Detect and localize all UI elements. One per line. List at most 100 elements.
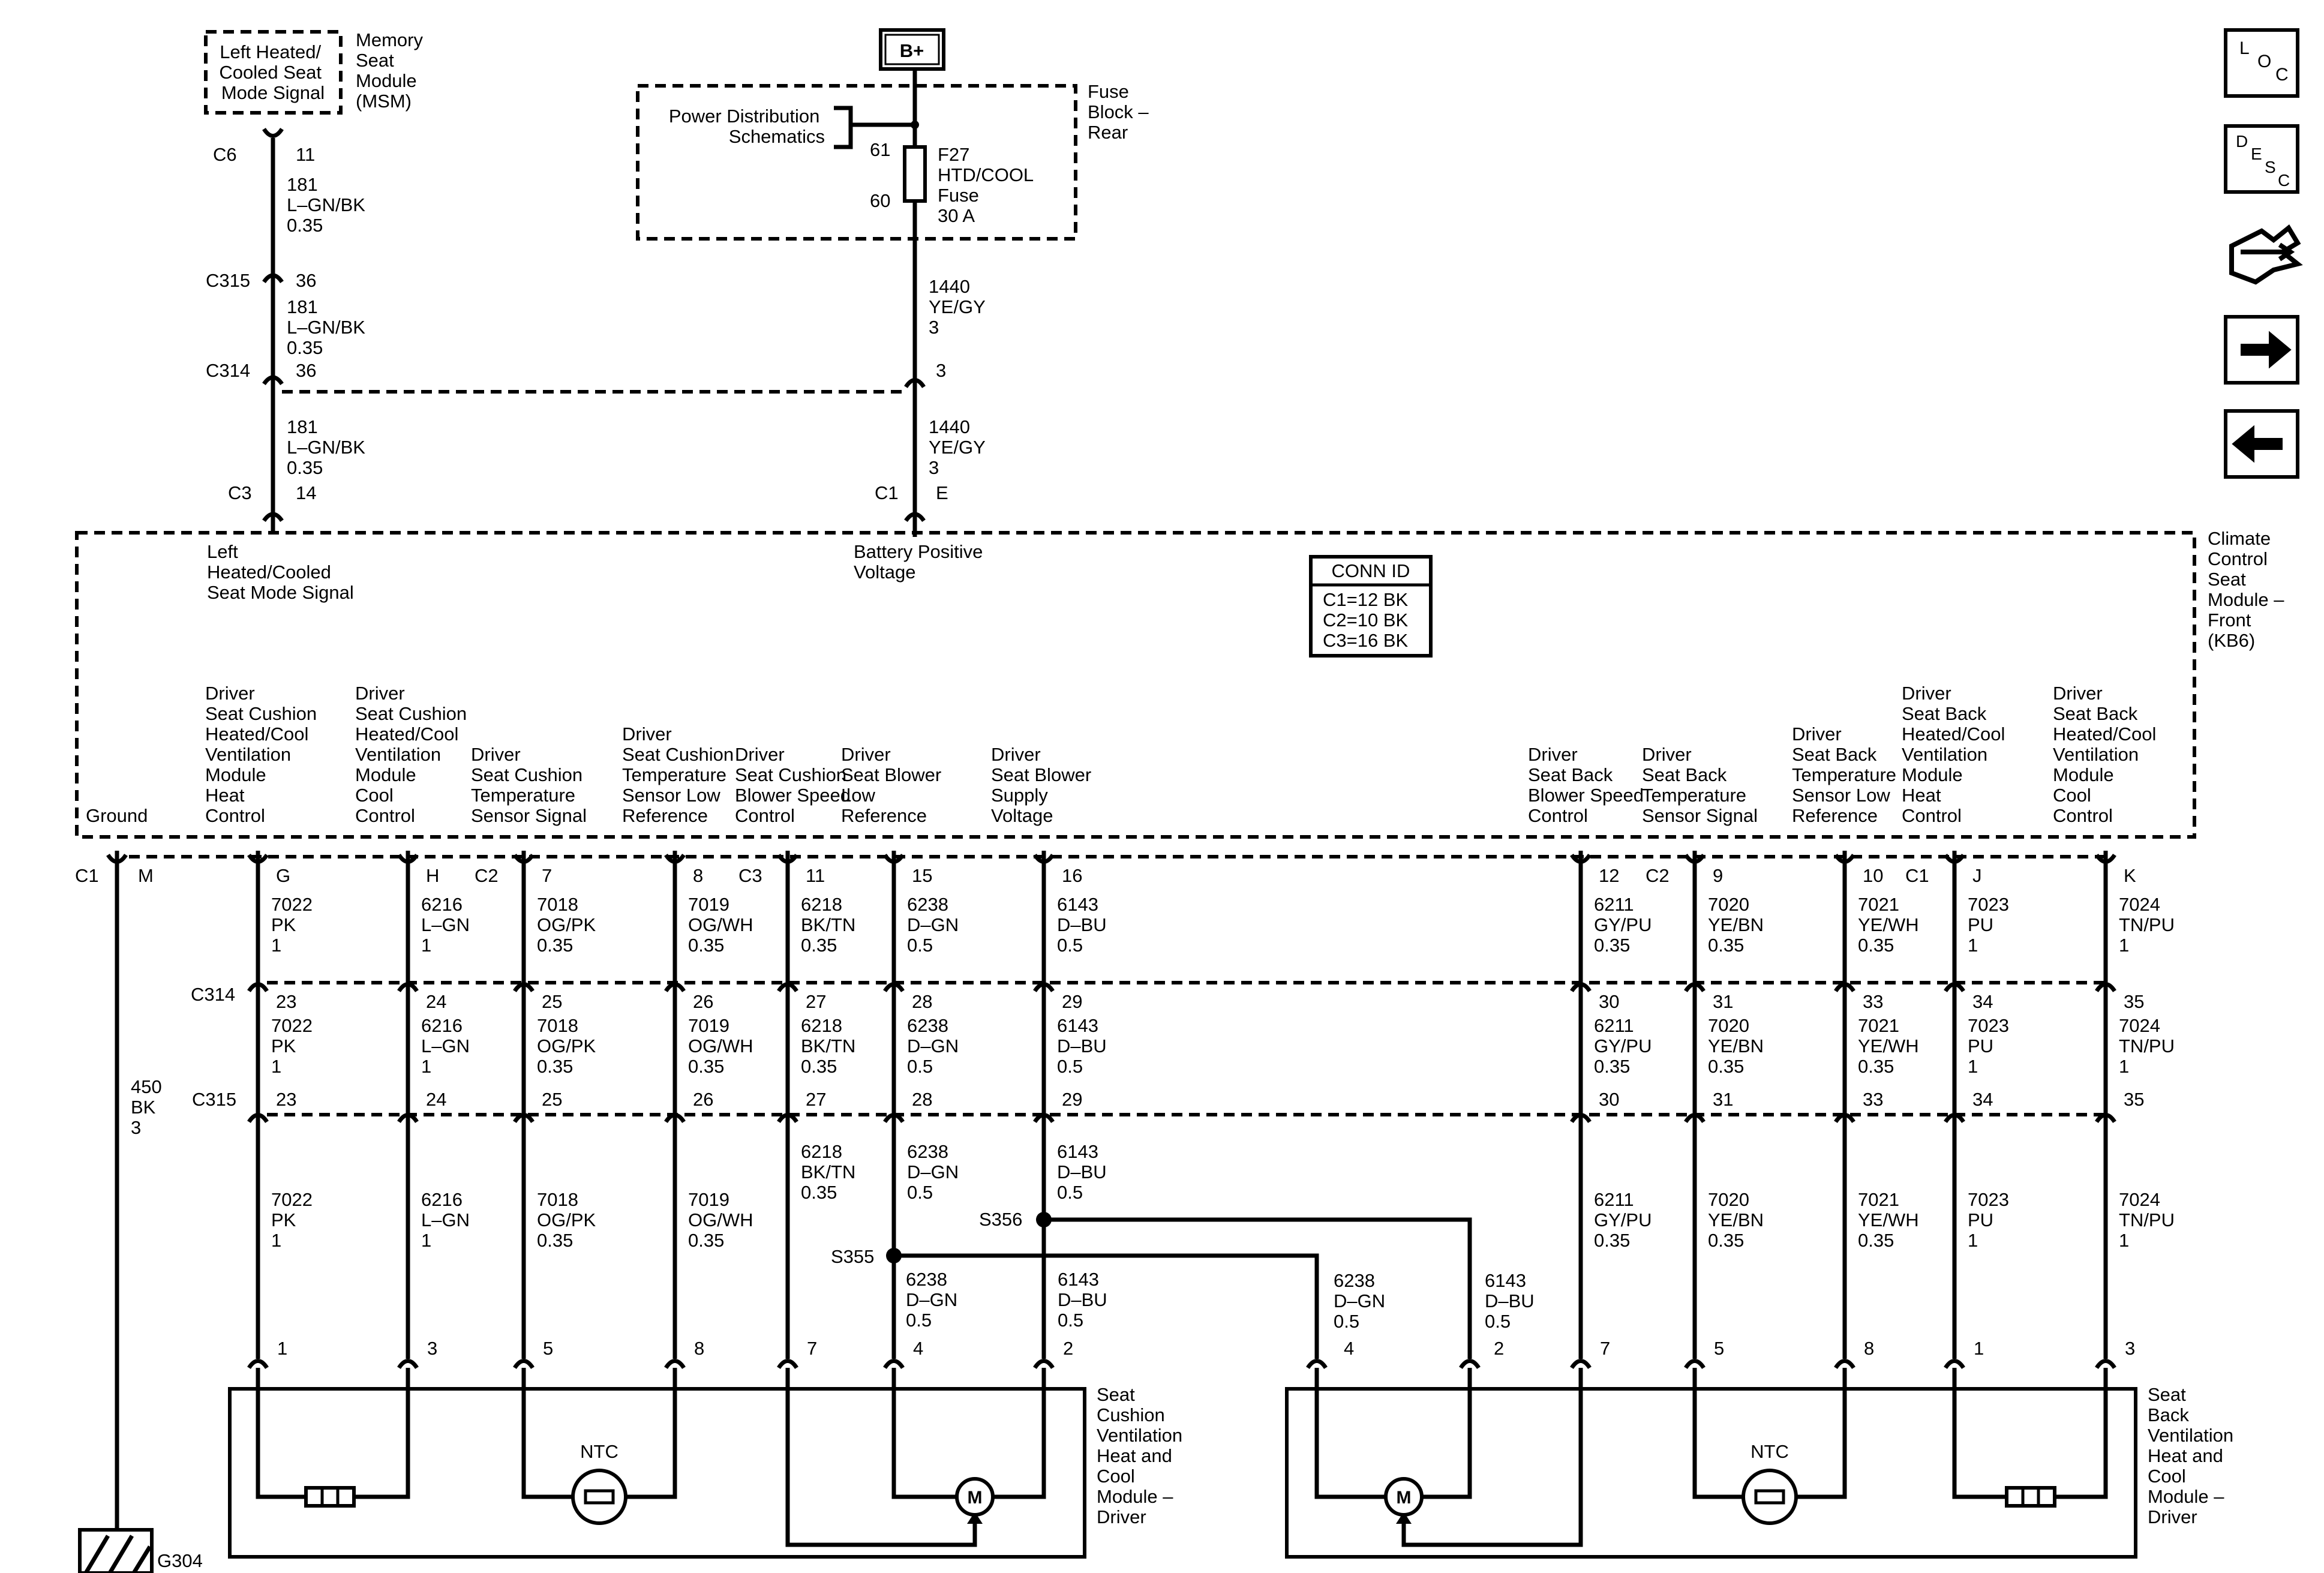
- ntc-label: NTC: [1750, 1441, 1789, 1462]
- wire-label: 181 L–GN/BK 0.35: [287, 296, 371, 358]
- pin-label: 7: [807, 1338, 817, 1359]
- splice-network: S355 S356 6238 D–GN 0.5 6143 D–BU 0.5 62…: [831, 1209, 1539, 1370]
- seat-back-module: Seat Back Ventilation Heat and Cool Modu…: [1285, 1368, 2239, 1559]
- pin-label: 3: [936, 360, 946, 381]
- conn-c1-label: C1: [875, 482, 899, 503]
- pin-label: 26: [693, 1089, 713, 1110]
- pin-label: 26: [693, 991, 713, 1012]
- wire-label: 6143 D–BU 0.5: [1485, 1270, 1539, 1332]
- pin-label: 36: [296, 360, 316, 381]
- pin-label: 4: [913, 1338, 923, 1359]
- pin-label: 27: [806, 991, 826, 1012]
- conn-c314-label: C314: [206, 360, 250, 381]
- ground-circuit: C1 M 450 BK 3 G304: [75, 851, 203, 1573]
- svg-text:L: L: [2239, 38, 2250, 58]
- pin-label: 33: [1863, 991, 1883, 1012]
- connector-label: C2: [1646, 865, 1670, 886]
- splice-s355-label: S355: [831, 1246, 874, 1267]
- pin-label: 34: [1972, 1089, 1993, 1110]
- conn-id-box: [1309, 555, 1433, 658]
- connector-label: C2: [475, 865, 499, 886]
- back-module-label: Seat Back Ventilation Heat and Cool Modu…: [2148, 1384, 2239, 1527]
- svg-text:E: E: [2251, 145, 2262, 163]
- pin-label: 25: [542, 1089, 562, 1110]
- side-toolbar: L O C D E S C: [2224, 28, 2303, 479]
- pin-label: 23: [276, 1089, 296, 1110]
- splice-s356-label: S356: [979, 1209, 1022, 1230]
- pin-label: 1: [277, 1338, 287, 1359]
- conn-c1-label: C1: [75, 865, 99, 886]
- wire-label: 6238 D–GN 0.5: [1334, 1270, 1391, 1332]
- ground-symbol: [78, 1528, 154, 1573]
- pin-label: E: [936, 482, 948, 503]
- msm-signal-box: [204, 30, 343, 115]
- pin-label: 2: [1063, 1338, 1073, 1359]
- pin-label: H: [426, 865, 439, 886]
- pin-label: 33: [1863, 1089, 1883, 1110]
- pin-label: G: [276, 865, 290, 886]
- wire-label: 1440 YE/GY 3: [929, 416, 990, 478]
- conn-id-title: CONN ID: [1332, 560, 1410, 581]
- pin-label: 10: [1863, 865, 1883, 886]
- motor-label: M: [968, 1488, 983, 1508]
- wire-label: 181 L–GN/BK 0.35: [287, 416, 371, 478]
- pin-label: 11: [296, 144, 315, 165]
- svg-text:D: D: [2236, 132, 2248, 151]
- pin-label: 16: [1062, 865, 1082, 886]
- svg-text:S: S: [2265, 158, 2276, 176]
- pin-label: 35: [2124, 1089, 2144, 1110]
- pin-label: 30: [1599, 1089, 1619, 1110]
- description-icon[interactable]: D E S C: [2224, 124, 2299, 194]
- svg-text:O: O: [2257, 52, 2271, 71]
- location-icon[interactable]: L O C: [2224, 28, 2299, 98]
- power-feed: B+ Fuse Block – Rear Power Distribution …: [636, 28, 1154, 537]
- pin-label: 34: [1972, 991, 1993, 1012]
- pin-label: 35: [2124, 991, 2144, 1012]
- wire-label: 6143 D–BU 0.5: [1058, 1269, 1112, 1331]
- pin-label: 27: [806, 1089, 826, 1110]
- next-arrow-icon[interactable]: [2224, 315, 2299, 385]
- pin-label: 60: [870, 190, 890, 211]
- fuse-f27-label: F27 HTD/COOL Fuse 30 A: [938, 144, 1038, 226]
- connector-tool-icon[interactable]: [2229, 224, 2303, 285]
- pin-label: 8: [1864, 1338, 1874, 1359]
- msm-signal-path: Left Heated/ Cooled Seat Mode Signal Mem…: [204, 29, 428, 534]
- fuse-block-label: Fuse Block – Rear: [1088, 81, 1154, 143]
- pin-label: 23: [276, 991, 296, 1012]
- pin-label: 30: [1599, 991, 1619, 1012]
- previous-arrow-icon[interactable]: [2224, 409, 2299, 479]
- msm-module-label: Memory Seat Module (MSM): [356, 29, 428, 112]
- module-box: [75, 531, 2196, 839]
- pin-label: 11: [806, 865, 825, 886]
- pin-label: 24: [426, 991, 446, 1012]
- cushion-module-label: Seat Cushion Ventilation Heat and Cool M…: [1097, 1384, 1188, 1527]
